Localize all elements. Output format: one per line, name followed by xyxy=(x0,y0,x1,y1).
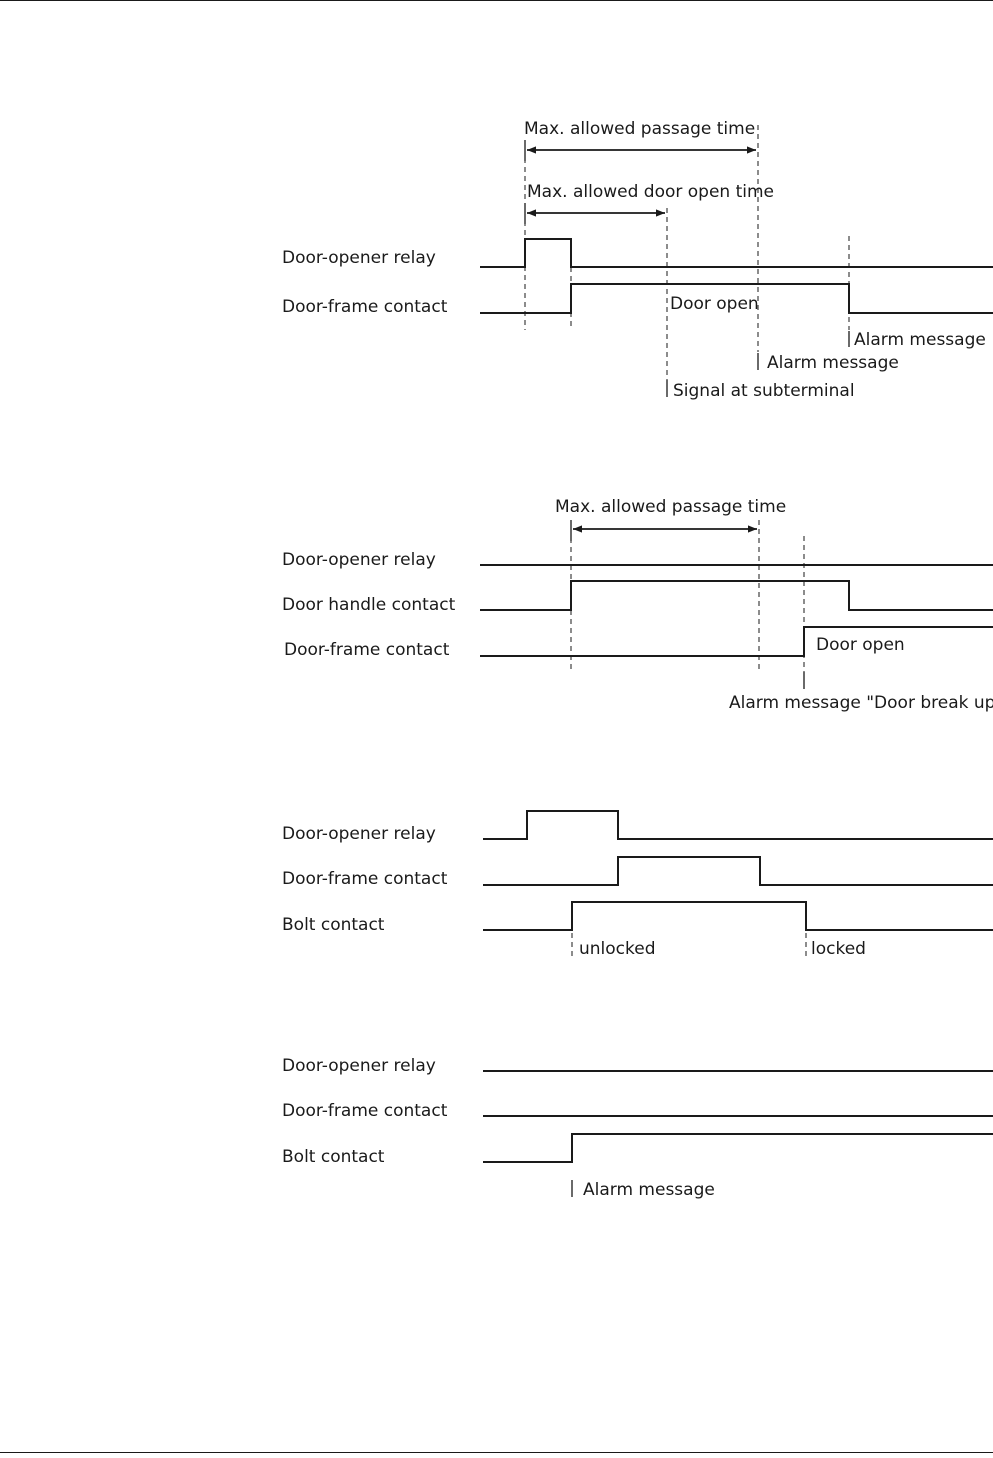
timing-diagram-4: Door-opener relay Door-frame contact Bol… xyxy=(282,1056,993,1200)
signal-label: Door handle contact xyxy=(282,595,456,615)
signal-label: Bolt contact xyxy=(282,1147,385,1167)
signal-label: Door-frame contact xyxy=(282,869,448,889)
signal-label: Door-frame contact xyxy=(284,640,450,660)
timing-diagram-3: Door-opener relay Door-frame contact Bol… xyxy=(282,810,993,959)
door-handle-contact-waveform xyxy=(480,580,993,611)
annotation-alarm-message: Alarm message xyxy=(767,353,899,373)
annotation-door-open: Door open xyxy=(816,635,905,655)
span-label: Max. allowed passage time xyxy=(524,119,755,139)
signal-label: Door-opener relay xyxy=(282,248,436,268)
door-frame-contact-waveform xyxy=(480,283,993,314)
signal-label: Door-opener relay xyxy=(282,550,436,570)
door-opener-relay-waveform xyxy=(480,238,993,268)
annotation-locked: locked xyxy=(811,939,866,959)
timing-diagram-1: Max. allowed passage time Max. allowed d… xyxy=(282,119,993,401)
door-opener-relay-waveform xyxy=(483,810,993,840)
span-label: Max. allowed passage time xyxy=(555,497,786,517)
signal-label: Door-frame contact xyxy=(282,1101,448,1121)
page-bottom-rule xyxy=(0,1452,993,1453)
signal-label: Door-opener relay xyxy=(282,1056,436,1076)
timing-diagram-2: Max. allowed passage time Door-opener re… xyxy=(282,497,993,713)
bolt-contact-waveform xyxy=(483,901,993,931)
page-top-rule xyxy=(0,0,993,1)
annotation-door-open: Door open xyxy=(670,294,759,314)
signal-label: Bolt contact xyxy=(282,915,385,935)
span-label: Max. allowed door open time xyxy=(527,182,774,202)
annotation-door-break-up: Alarm message "Door break up" xyxy=(729,693,993,713)
annotation-alarm-message: Alarm message xyxy=(583,1180,715,1200)
door-frame-contact-waveform xyxy=(483,856,993,886)
annotation-alarm-message: Alarm message xyxy=(854,330,986,350)
signal-label: Door-opener relay xyxy=(282,824,436,844)
signal-label: Door-frame contact xyxy=(282,297,448,317)
annotation-signal-subterminal: Signal at subterminal xyxy=(673,381,855,401)
bolt-contact-waveform xyxy=(483,1133,993,1163)
door-frame-contact-waveform xyxy=(480,626,993,657)
annotation-unlocked: unlocked xyxy=(579,939,656,959)
